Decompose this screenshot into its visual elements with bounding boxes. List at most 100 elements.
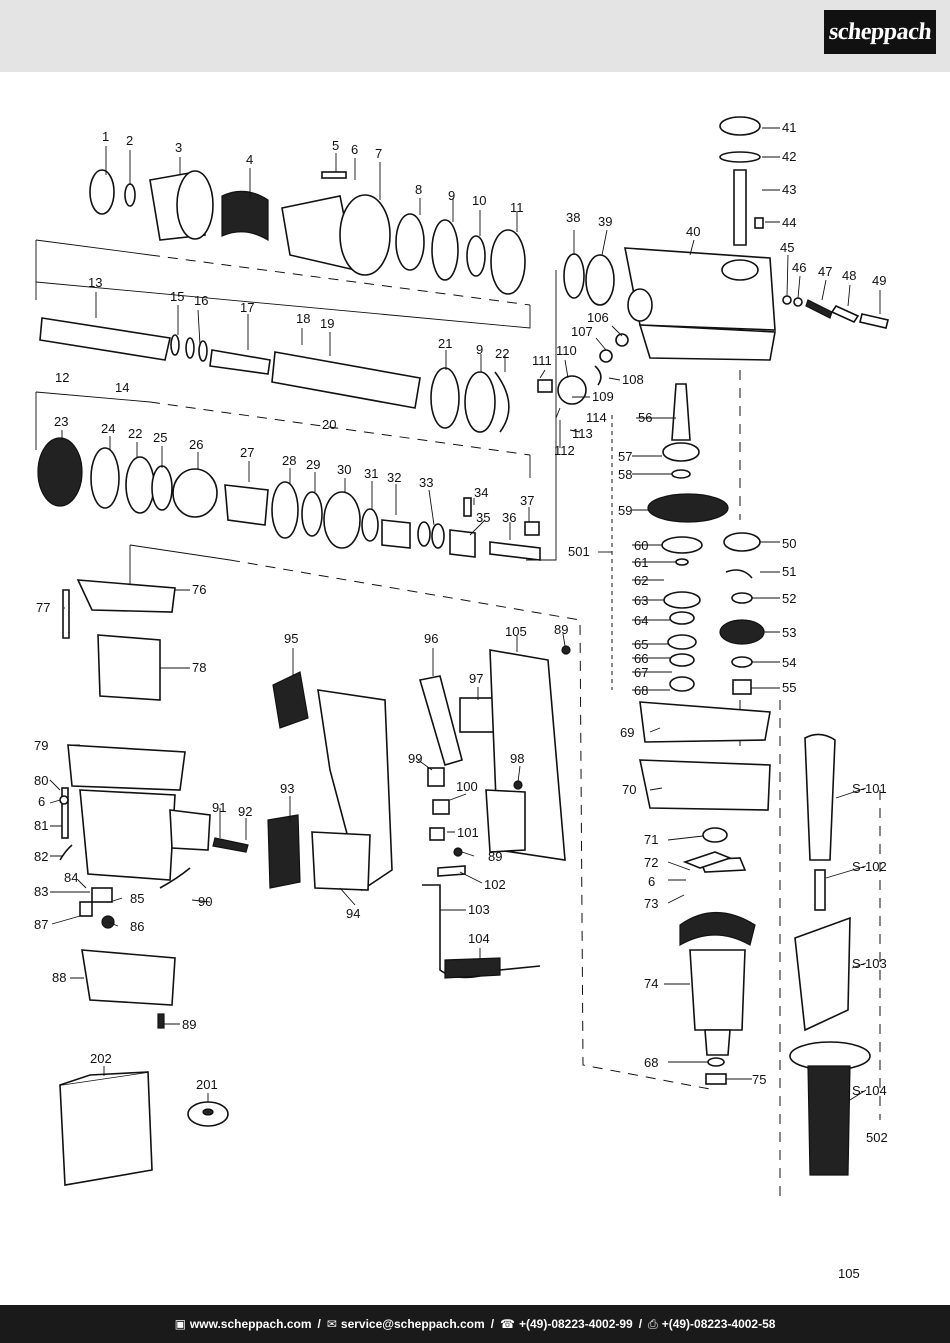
part-label: 6	[648, 874, 655, 889]
part-label: 109	[592, 389, 614, 404]
part-label: 103	[468, 902, 490, 917]
part-label: 69	[620, 725, 634, 740]
part-label: 23	[54, 414, 68, 429]
part-label: 66	[634, 651, 648, 666]
handle-assembly	[267, 645, 571, 979]
laptop-icon: ▣	[174, 1317, 186, 1331]
part-label: 24	[101, 421, 115, 436]
part-label: 32	[387, 470, 401, 485]
part-label: 9	[448, 188, 455, 203]
mail-icon: ✉	[326, 1317, 337, 1331]
side-handle	[789, 733, 871, 1176]
footer-separator: /	[490, 1317, 495, 1331]
part-label: 27	[240, 445, 254, 460]
header-band	[0, 0, 950, 72]
gear-housing	[537, 116, 889, 405]
exploded-parts-diagram: 1 2 3 4 5 6 7 8 9 10 11 13 15 16 17 18 1…	[34, 116, 889, 1200]
part-label: 101	[457, 825, 479, 840]
part-label: 82	[34, 849, 48, 864]
part-label: 95	[284, 631, 298, 646]
part-label: 9	[476, 342, 483, 357]
part-label: 76	[192, 582, 206, 597]
leader-lines	[49, 127, 881, 1102]
part-label: 39	[598, 214, 612, 229]
gear-stack	[647, 383, 765, 695]
part-label: 89	[182, 1017, 196, 1032]
part-label: 65	[634, 637, 648, 652]
part-label: 202	[90, 1051, 112, 1066]
part-label: 57	[618, 449, 632, 464]
part-label: 21	[438, 336, 452, 351]
part-label: 28	[282, 453, 296, 468]
part-label: 501	[568, 544, 590, 559]
part-label: 29	[306, 457, 320, 472]
part-label: 11	[510, 200, 524, 215]
part-label: 68	[644, 1055, 658, 1070]
part-label: 73	[644, 896, 658, 911]
part-label: 59	[618, 503, 632, 518]
part-label: 5	[332, 138, 339, 153]
part-label: 108	[622, 372, 644, 387]
part-label: 7	[375, 146, 382, 161]
part-label: 112	[554, 443, 575, 458]
part-label: 40	[686, 224, 700, 239]
part-label: 71	[644, 832, 658, 847]
part-label: 89	[554, 622, 568, 637]
part-label: 18	[296, 311, 310, 326]
part-label: 30	[337, 462, 351, 477]
fax-icon: ⎙	[648, 1316, 658, 1331]
part-label: 72	[644, 855, 658, 870]
part-label: 14	[115, 380, 129, 395]
part-label: 79	[34, 738, 48, 753]
part-label: 22	[128, 426, 142, 441]
part-label: 25	[153, 430, 167, 445]
part-label: 74	[644, 976, 658, 991]
part-label: 35	[476, 510, 490, 525]
part-label: 36	[502, 510, 516, 525]
part-label: 88	[52, 970, 66, 985]
footer-web[interactable]: www.scheppach.com	[189, 1317, 312, 1331]
part-label: 68	[634, 683, 648, 698]
footer-phone: +(49)-08223-4002-99	[518, 1317, 633, 1331]
footer-email[interactable]: service@scheppach.com	[340, 1317, 485, 1331]
part-label: 80	[34, 773, 48, 788]
part-label: 13	[88, 275, 102, 290]
footer-fax: +(49)-08223-4002-58	[661, 1317, 776, 1331]
part-label: 33	[419, 475, 433, 490]
footer-separator: /	[638, 1317, 643, 1331]
part-label: 46	[792, 260, 806, 275]
part-label: 81	[34, 818, 48, 833]
part-label: 38	[566, 210, 580, 225]
part-label: 45	[780, 240, 794, 255]
part-label: 3	[175, 140, 182, 155]
impact-mechanism	[37, 437, 541, 561]
part-label: 58	[618, 467, 632, 482]
part-label: 54	[782, 655, 796, 670]
part-label: 51	[782, 564, 796, 579]
part-label: 12	[55, 370, 69, 385]
part-label: 4	[246, 152, 253, 167]
part-label: 22	[495, 346, 509, 361]
part-label: 44	[782, 215, 796, 230]
drill-chuck-assembly	[89, 169, 526, 295]
case-and-accessory	[59, 1071, 229, 1186]
part-labels: 1 2 3 4 5 6 7 8 9 10 11 13 15 16 17 18 1…	[34, 120, 888, 1145]
brand-name: scheppach	[827, 18, 933, 45]
part-label: 6	[351, 142, 358, 157]
part-label: 78	[192, 660, 206, 675]
part-label: 17	[240, 300, 254, 315]
part-label: 15	[170, 289, 184, 304]
part-label: 97	[469, 671, 483, 686]
part-label: 20	[322, 417, 336, 432]
part-label: 102	[484, 877, 506, 892]
part-label: 56	[638, 410, 652, 425]
part-label: 104	[468, 931, 490, 946]
stator-housing	[59, 579, 249, 1029]
part-label: 502	[866, 1130, 888, 1145]
part-label: 75	[752, 1072, 766, 1087]
part-label: S-102	[852, 859, 887, 874]
part-label: 50	[782, 536, 796, 551]
phone-icon: ☎	[500, 1317, 515, 1331]
part-label: 106	[587, 310, 609, 325]
part-label: 53	[782, 625, 796, 640]
